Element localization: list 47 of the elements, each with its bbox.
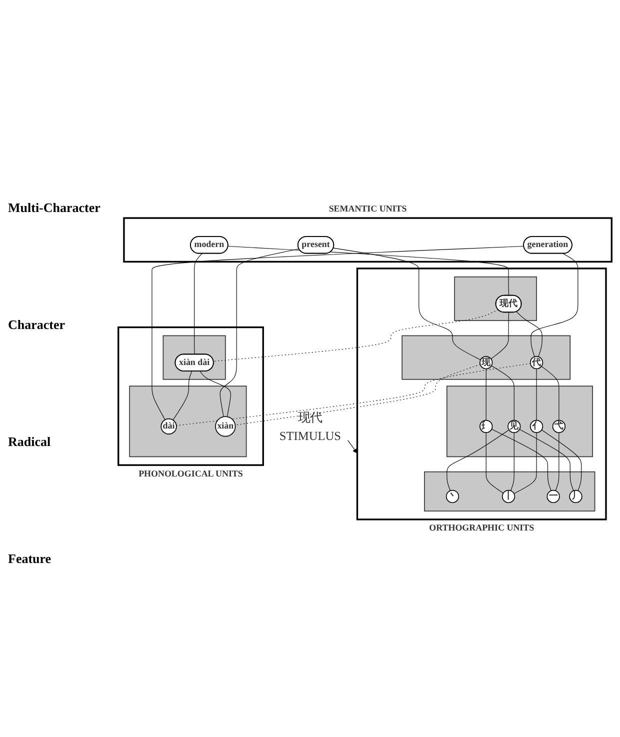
level-label: Character <box>8 317 66 334</box>
connector <box>220 248 300 417</box>
node-circle: xiàn <box>215 416 236 437</box>
node-circle: ⺩ <box>480 420 493 433</box>
connector <box>514 432 537 494</box>
node-circle: dài <box>160 418 177 434</box>
connector <box>555 432 560 491</box>
cluster <box>424 471 596 512</box>
node-circle: 代 <box>530 356 544 369</box>
level-label: Radical <box>8 434 52 450</box>
connector <box>213 309 498 362</box>
node-circle: 丨 <box>502 490 516 503</box>
connector <box>194 253 202 354</box>
connector <box>516 311 542 357</box>
connector <box>172 370 192 420</box>
connector <box>486 432 504 494</box>
level-label: Feature <box>8 550 52 567</box>
cluster <box>454 276 537 321</box>
node-circle: 弋 <box>552 420 566 433</box>
connector <box>446 429 510 491</box>
cluster <box>162 335 226 380</box>
connector <box>541 366 560 420</box>
connector <box>519 428 574 491</box>
connector <box>176 362 531 426</box>
connector <box>491 365 514 420</box>
cluster <box>129 385 247 457</box>
node-circle: 一 <box>546 490 560 503</box>
connector <box>491 428 552 491</box>
node-circle: 丶 <box>446 490 460 503</box>
node-circle: 现 <box>480 356 493 369</box>
connector <box>510 432 514 491</box>
level-label: Multi-Character <box>8 200 102 216</box>
node-circle: 丿 <box>569 490 582 503</box>
cluster <box>402 335 571 380</box>
connector <box>228 246 510 296</box>
connector <box>530 253 578 357</box>
connector <box>541 429 582 491</box>
cluster <box>446 385 593 457</box>
connector <box>490 312 510 359</box>
connector <box>333 248 481 360</box>
connector <box>200 370 231 417</box>
connector <box>536 368 537 420</box>
node-text: 现代 STIMULUS <box>279 410 342 442</box>
node-circle: 亻 <box>530 420 544 433</box>
arrow <box>347 440 358 454</box>
connector <box>152 246 524 420</box>
node-circle: 见 <box>508 420 521 433</box>
